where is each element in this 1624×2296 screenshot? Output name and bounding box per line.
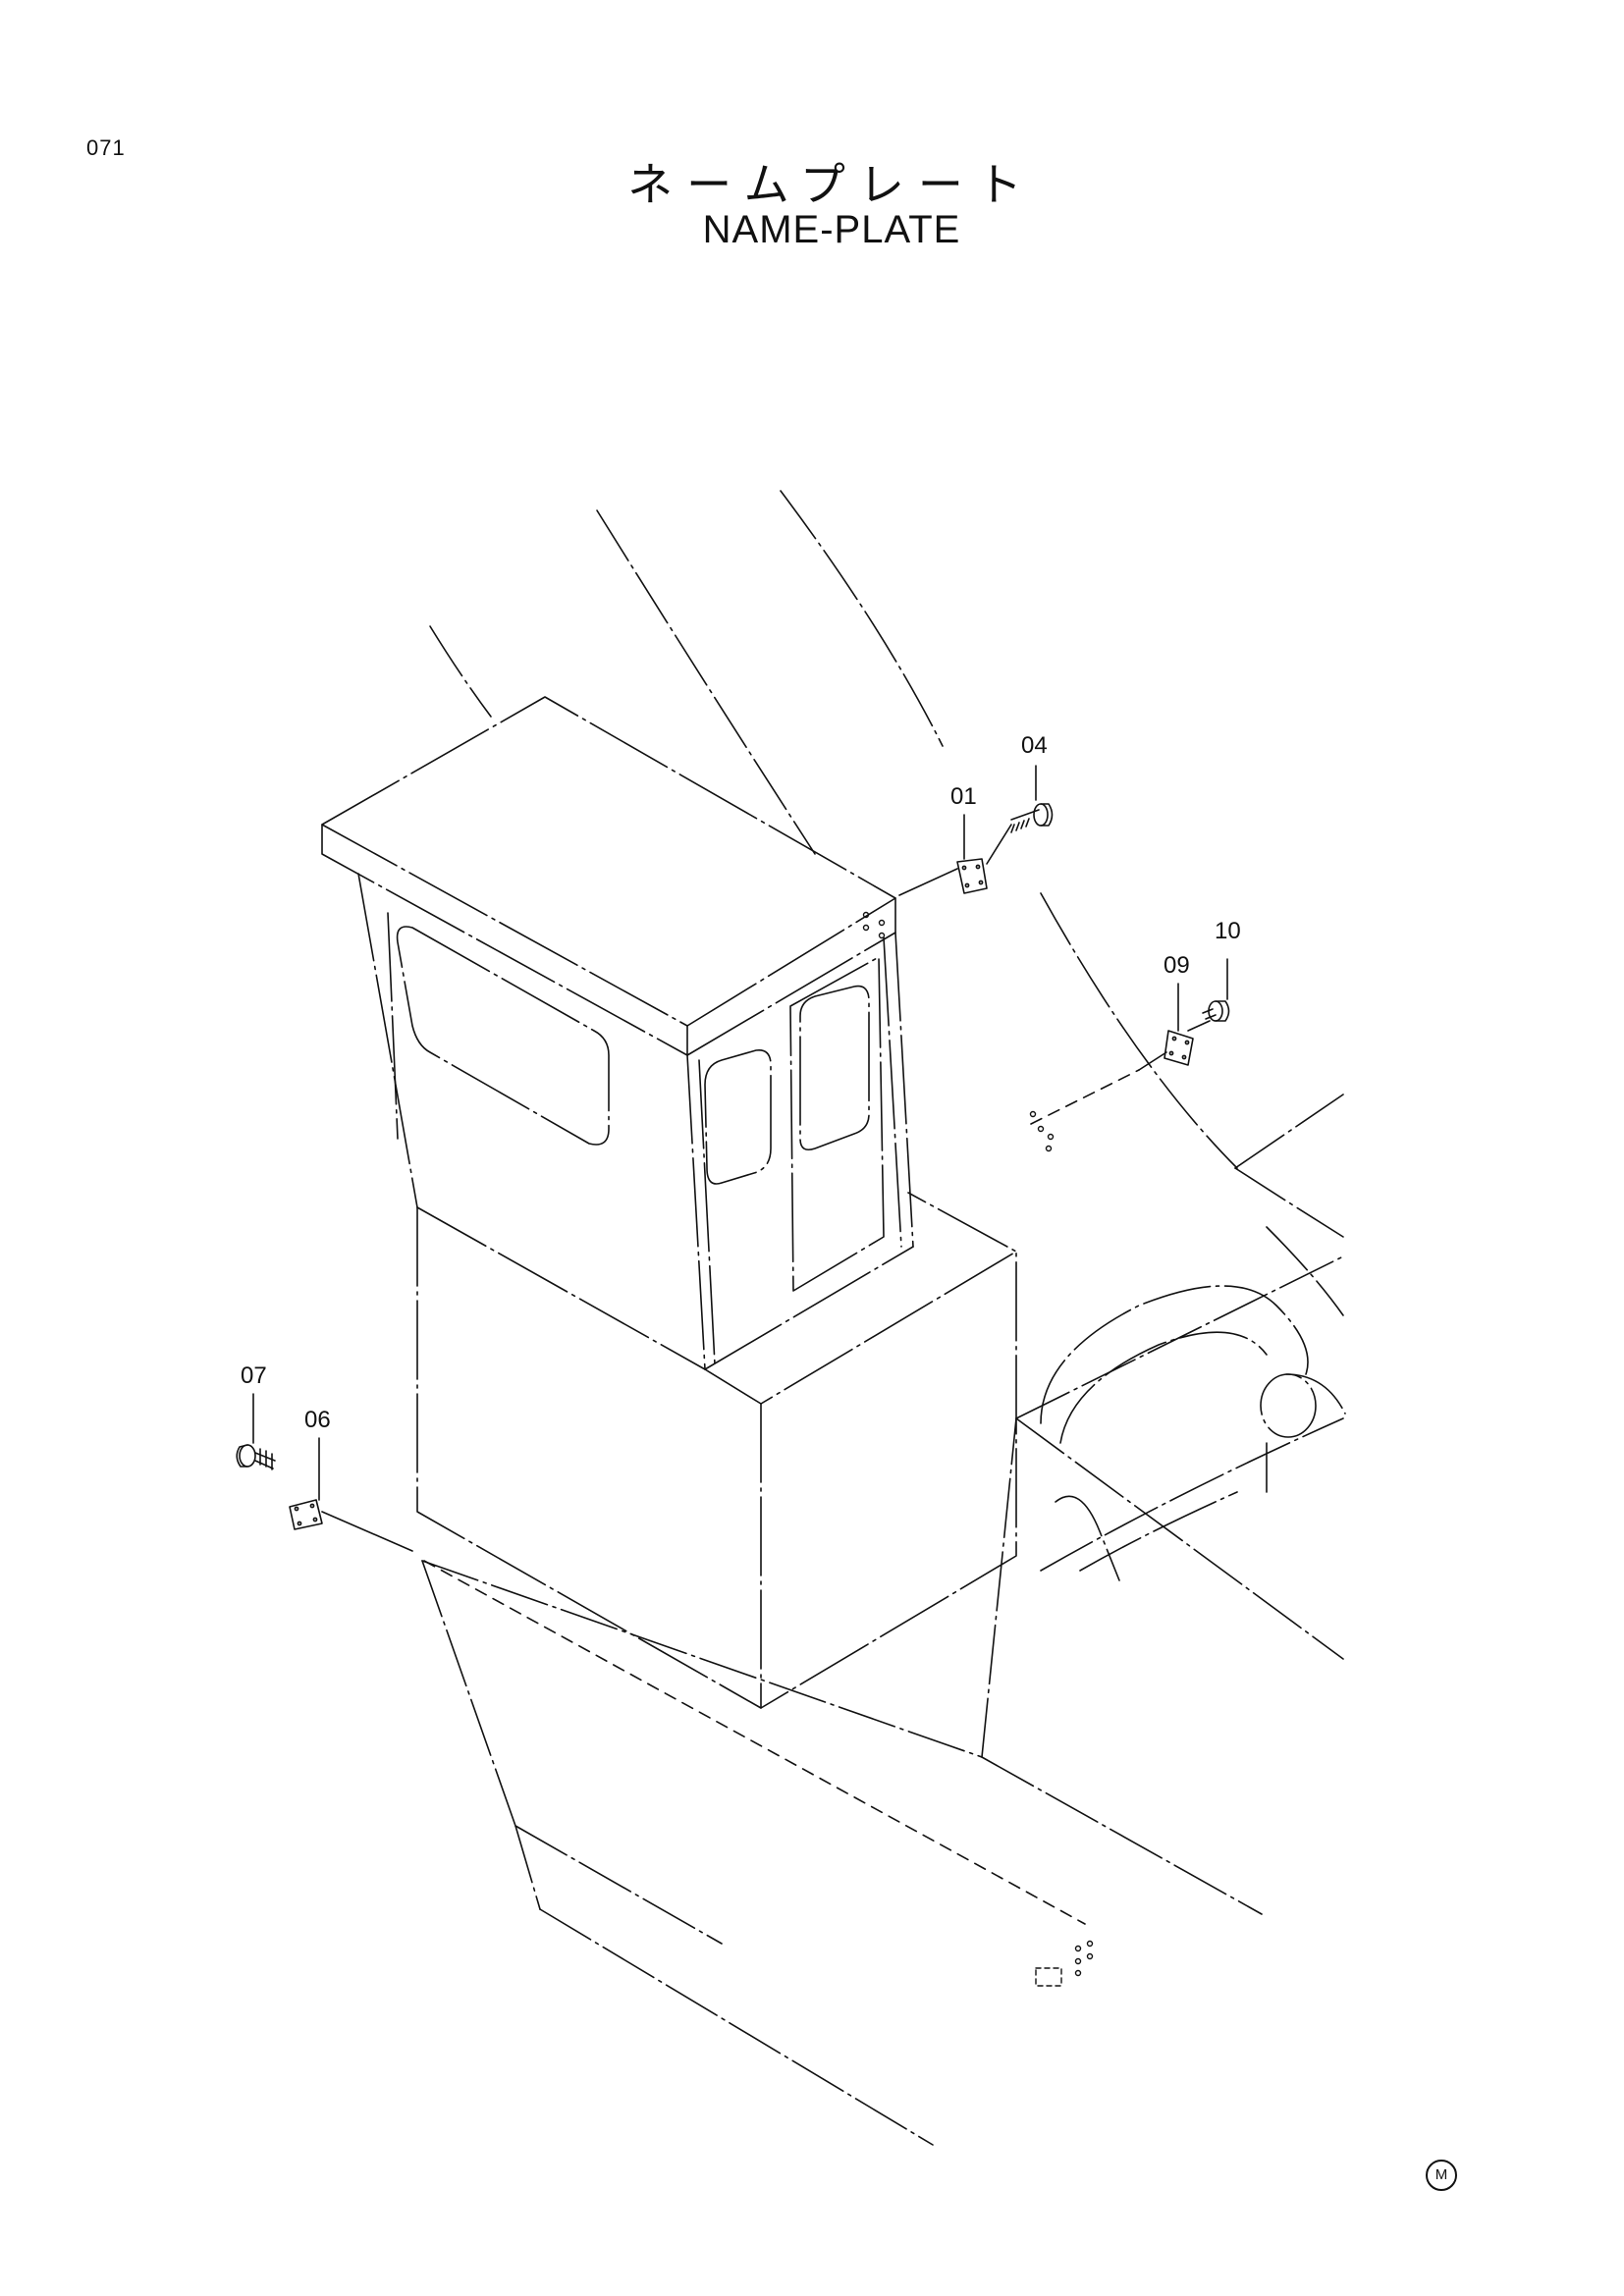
name-plate-01 xyxy=(898,814,988,896)
corner-mark: M xyxy=(1426,2160,1457,2191)
screw-04 xyxy=(986,765,1054,865)
rivet-holes xyxy=(862,911,1094,1987)
machine-outline xyxy=(421,490,1344,2146)
title-english: NAME-PLATE xyxy=(702,208,961,251)
title-japanese: ネームプレート xyxy=(627,158,1036,211)
callout-09: 09 xyxy=(1164,952,1190,979)
hidden-lines xyxy=(423,1069,1140,1925)
engine-parts xyxy=(1040,1285,1346,1581)
callout-10: 10 xyxy=(1215,918,1241,944)
base-box xyxy=(416,1192,1017,1709)
callout-04: 04 xyxy=(1021,732,1048,759)
callout-07: 07 xyxy=(241,1362,267,1389)
screw-10 xyxy=(1187,958,1230,1032)
callout-01: 01 xyxy=(950,783,977,810)
callout-06: 06 xyxy=(304,1407,331,1433)
name-plate-09 xyxy=(1138,983,1194,1071)
cab xyxy=(321,696,914,1370)
name-plate-06 xyxy=(289,1437,413,1552)
screw-07 xyxy=(236,1393,276,1470)
page-number: 071 xyxy=(86,135,126,160)
